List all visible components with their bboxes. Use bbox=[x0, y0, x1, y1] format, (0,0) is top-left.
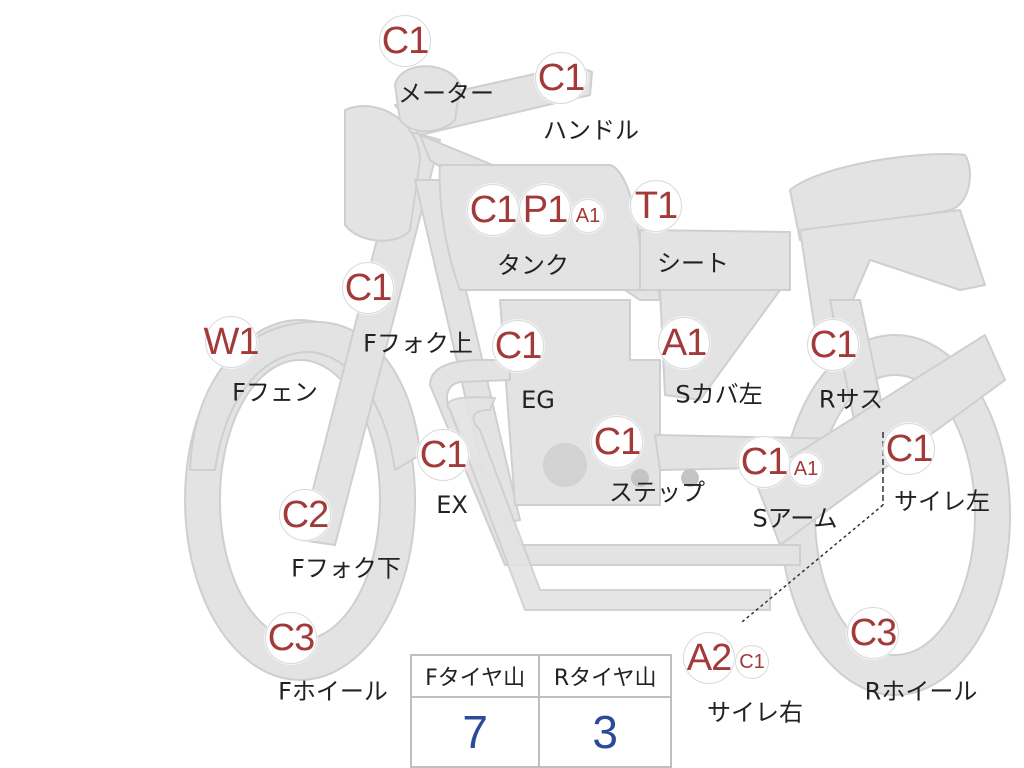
label-muffler-right: サイレ右 bbox=[707, 698, 803, 727]
label-muffler-left: サイレ左 bbox=[894, 487, 990, 516]
label-tank: タンク bbox=[497, 251, 569, 280]
rear-tire-header: Rタイヤ山 bbox=[538, 654, 672, 698]
label-step: ステップ bbox=[609, 478, 705, 507]
label-ex: EX bbox=[436, 491, 468, 519]
marker-muffler-left: C1 bbox=[883, 423, 935, 475]
front-tire-header: Fタイヤ山 bbox=[409, 654, 541, 698]
marker-muffler-right-c1: C1 bbox=[735, 645, 769, 679]
label-handle: ハンドル bbox=[543, 116, 639, 145]
rear-frame bbox=[799, 209, 986, 331]
marker-rwheel: C3 bbox=[847, 607, 899, 659]
marker-fwheel: C3 bbox=[265, 612, 317, 664]
front-tire-value: 7 bbox=[409, 696, 541, 768]
label-seat: シート bbox=[657, 249, 729, 278]
label-ffork-upper: Fフォク上 bbox=[363, 329, 473, 358]
marker-tank-c1: C1 bbox=[467, 184, 519, 236]
marker-sarm-a1: A1 bbox=[789, 452, 823, 486]
marker-step: C1 bbox=[591, 416, 643, 468]
marker-rsus: C1 bbox=[807, 319, 859, 371]
tire-tread-table: Fタイヤ山 Rタイヤ山 7 3 bbox=[409, 654, 672, 768]
label-rsus: Rサス bbox=[818, 385, 884, 414]
exhaust-pipe-lower bbox=[446, 396, 771, 611]
step-peg-left bbox=[631, 469, 649, 487]
marker-handle: C1 bbox=[535, 52, 587, 104]
step-peg-right bbox=[681, 469, 699, 487]
marker-meter: C1 bbox=[379, 15, 431, 67]
marker-ffender: W1 bbox=[204, 316, 260, 368]
rear-tire-value: 3 bbox=[538, 696, 672, 768]
marker-eg: C1 bbox=[492, 320, 544, 372]
marker-sarm-c1: C1 bbox=[738, 436, 790, 488]
label-scover: Sカバ左 bbox=[675, 380, 763, 409]
marker-seat: T1 bbox=[630, 180, 682, 232]
seat bbox=[639, 229, 791, 291]
label-ffender: Fフェン bbox=[232, 378, 318, 407]
meter bbox=[394, 65, 461, 133]
label-eg: EG bbox=[521, 386, 555, 414]
marker-muffler-right-a2: A2 bbox=[683, 632, 735, 684]
label-ffork-lower: Fフォク下 bbox=[291, 554, 401, 583]
label-fwheel: Fホイール bbox=[278, 677, 388, 706]
engine-cover-circle bbox=[543, 443, 587, 487]
marker-tank-a1: A1 bbox=[571, 199, 605, 233]
marker-ffork-upper: C1 bbox=[342, 262, 394, 314]
label-meter: メーター bbox=[398, 79, 494, 108]
label-sarm: Sアーム bbox=[752, 504, 838, 533]
marker-ffork-lower: C2 bbox=[279, 489, 331, 541]
headlight bbox=[344, 105, 421, 242]
marker-scover: A1 bbox=[658, 317, 710, 369]
rear-cowl bbox=[789, 153, 971, 241]
marker-tank-p1: P1 bbox=[519, 184, 571, 236]
label-rwheel: Rホイール bbox=[864, 677, 978, 706]
muffler-right-leader bbox=[741, 504, 884, 623]
marker-ex: C1 bbox=[417, 429, 469, 481]
muffler bbox=[754, 334, 1006, 546]
